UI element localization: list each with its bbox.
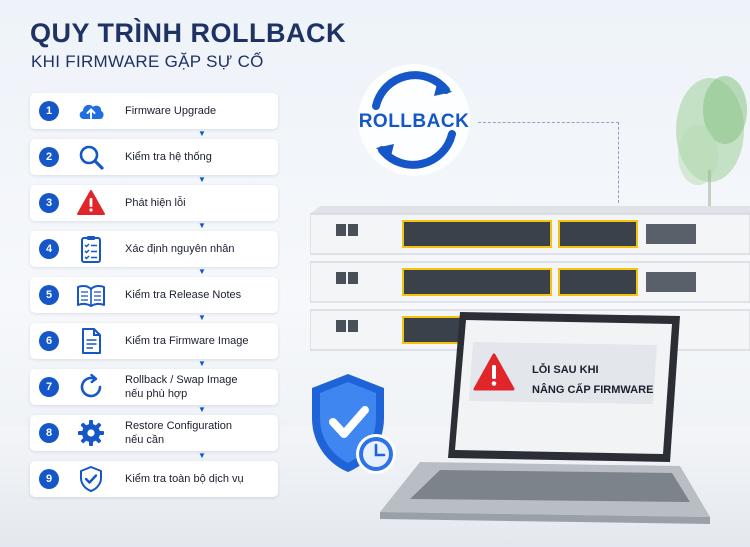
- step-label: Kiểm tra Release Notes: [125, 289, 242, 301]
- alert-line2: NÂNG CẤP FIRMWARE: [532, 384, 654, 396]
- connector-line: [478, 122, 619, 203]
- step-number-badge: 4: [39, 239, 59, 259]
- circular-arrow-icon: [80, 373, 102, 398]
- document-icon: [82, 328, 101, 354]
- arrow-down-icon: ▼: [198, 313, 206, 322]
- step-item-3: 3 Phát hiện lỗi ▼: [30, 185, 278, 230]
- security-shield-clock-icon: [312, 374, 396, 474]
- step-number-badge: 6: [39, 331, 59, 351]
- step-item-2: 2 Kiểm tra hệ thống ▼: [30, 139, 278, 184]
- step-label: Kiểm tra hệ thống: [125, 151, 212, 163]
- step-label: Rollback / Swap Image nếu phù hợp: [125, 369, 272, 405]
- cloud-upload-icon: [79, 104, 104, 119]
- alert-line1: LỖI SAU KHI: [532, 364, 599, 376]
- switch-unit: [310, 206, 750, 255]
- laptop-image: [380, 312, 710, 524]
- step-label: Kiểm tra Firmware Image: [125, 335, 249, 347]
- switch-unit: [310, 261, 750, 303]
- step-item-9: 9 Kiểm tra toàn bộ dịch vụ: [30, 461, 278, 497]
- step-item-4: 4 Xác định nguyên nhân ▼: [30, 231, 278, 276]
- step-item-5: 5 Kiểm tra Release Notes ▼: [30, 277, 278, 322]
- step-label-line2: nếu phù hợp: [125, 388, 188, 400]
- step-label: Phát hiện lỗi: [125, 197, 186, 209]
- page-title: QUY TRÌNH ROLLBACK: [30, 18, 346, 48]
- step-number-badge: 3: [39, 193, 59, 213]
- magnifier-icon: [79, 145, 104, 170]
- step-label-line1: Restore Configuration: [125, 420, 233, 432]
- step-item-7: 7 Rollback / Swap Image nếu phù hợp ▼: [30, 369, 278, 414]
- gear-icon: [78, 420, 104, 446]
- step-label: Firmware Upgrade: [125, 105, 217, 117]
- step-label: Restore Configuration nếu cần: [125, 415, 272, 451]
- step-number-badge: 5: [39, 285, 59, 305]
- rollback-cycle-icon: [358, 64, 470, 176]
- rollback-label: ROLLBACK: [358, 111, 470, 132]
- step-list: 1 Firmware Upgrade ▼ 2 Kiểm tra hệ thống…: [30, 93, 278, 507]
- arrow-down-icon: ▼: [198, 267, 206, 276]
- step-label: Kiểm tra toàn bộ dịch vụ: [125, 473, 244, 485]
- step-number-badge: 8: [39, 423, 59, 443]
- clipboard-checklist-icon: [81, 236, 101, 263]
- step-label-line1: Rollback / Swap Image: [125, 374, 238, 386]
- arrow-down-icon: ▼: [198, 405, 206, 414]
- page-subtitle: KHI FIRMWARE GẶP SỰ CỐ: [31, 52, 264, 71]
- arrow-down-icon: ▼: [198, 359, 206, 368]
- shield-check-icon: [80, 466, 102, 492]
- arrow-down-icon: ▼: [198, 175, 206, 184]
- step-number-badge: 1: [39, 101, 59, 121]
- step-label-line2: nếu cần: [125, 434, 165, 446]
- arrow-down-icon: ▼: [198, 129, 206, 138]
- plant-image: [676, 76, 747, 220]
- step-label: Xác định nguyên nhân: [125, 243, 235, 255]
- step-number-badge: 9: [39, 469, 59, 489]
- warning-icon: [77, 190, 105, 215]
- open-book-icon: [77, 284, 105, 307]
- arrow-down-icon: ▼: [198, 451, 206, 460]
- alert-warning-icon: [473, 353, 515, 391]
- step-item-8: 8 Restore Configuration nếu cần ▼: [30, 415, 278, 460]
- step-number-badge: 2: [39, 147, 59, 167]
- arrow-down-icon: ▼: [198, 221, 206, 230]
- step-number-badge: 7: [39, 377, 59, 397]
- step-item-1: 1 Firmware Upgrade ▼: [30, 93, 278, 138]
- laptop-alert-text: LỖI SAU KHI NÂNG CẤP FIRMWARE: [532, 360, 653, 400]
- step-item-6: 6 Kiểm tra Firmware Image ▼: [30, 323, 278, 368]
